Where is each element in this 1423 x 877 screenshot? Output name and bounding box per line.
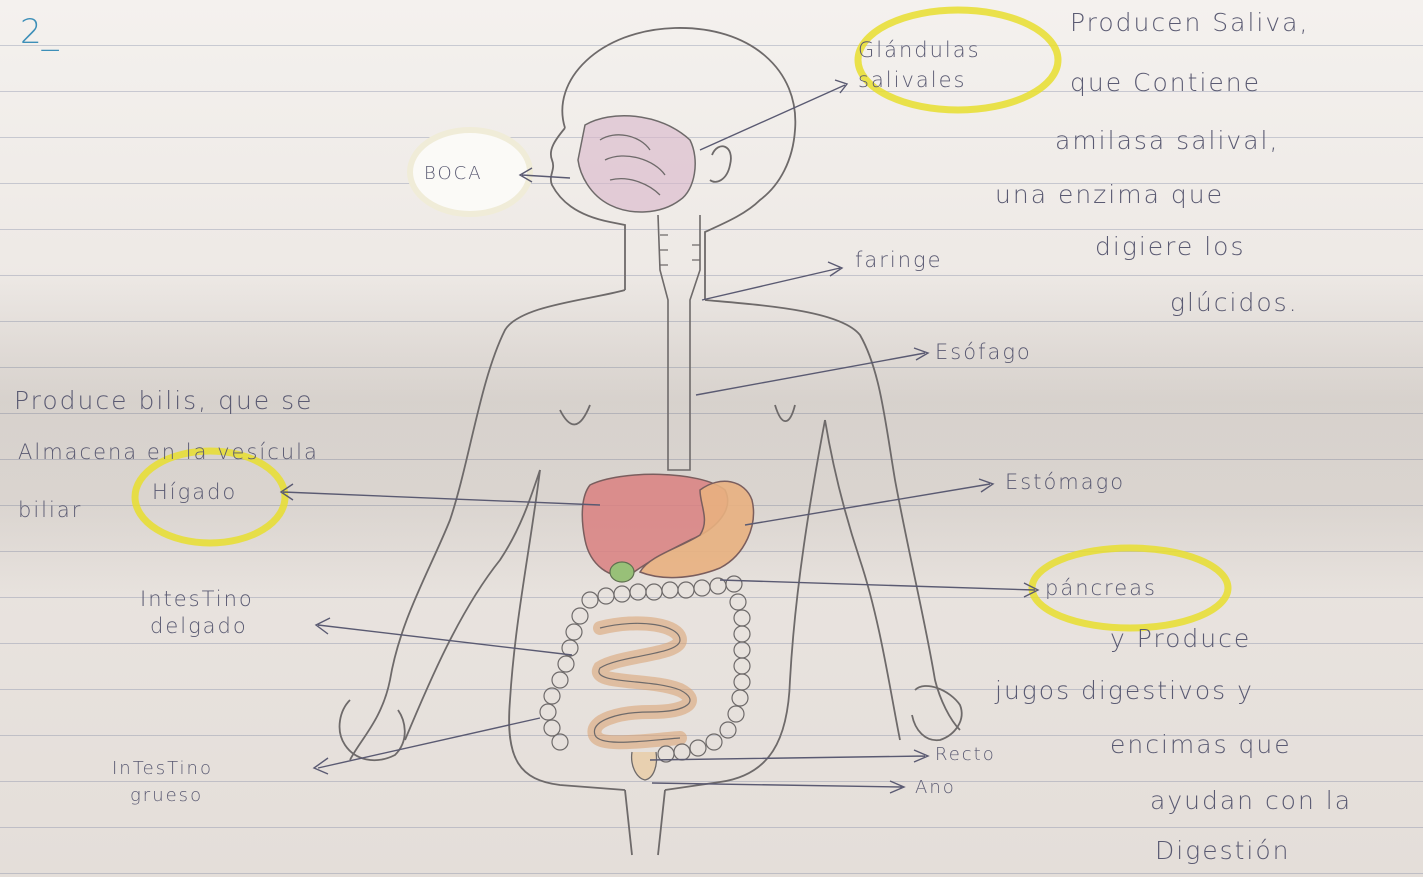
label-intestino-delgado-line2: delgado — [150, 614, 248, 638]
note-pancreas-line2: jugos digestivos y — [995, 676, 1254, 705]
note-pancreas-line4: ayudan con la — [1150, 786, 1352, 815]
label-higado: Hígado — [152, 480, 237, 504]
note-pancreas-line1: y Produce — [1110, 624, 1251, 653]
label-esofago: Esófago — [935, 340, 1032, 364]
label-intestino-delgado-line1: IntesTino — [140, 587, 254, 611]
note-salivales-line5: digiere los — [1095, 232, 1245, 261]
right-hand — [912, 686, 962, 740]
esophagus — [658, 215, 700, 470]
legs — [625, 790, 665, 855]
pointer-faringe — [702, 262, 842, 300]
oral-cavity — [578, 116, 695, 212]
label-pancreas: páncreas — [1045, 576, 1157, 600]
label-estomago: Estómago — [1005, 470, 1125, 494]
pointer-higado — [281, 484, 600, 505]
pointer-boca — [520, 168, 570, 182]
label-intestino-grueso-line2: grueso — [130, 785, 203, 806]
pointer-intestino-grueso — [314, 718, 540, 774]
label-boca: BOCA — [424, 163, 483, 184]
chest-lines — [560, 405, 795, 424]
label-glandulas-line1: Glándulas — [858, 38, 981, 62]
note-pancreas-line3: encimas que — [1110, 730, 1292, 759]
note-salivales-line2: que Contiene — [1070, 68, 1261, 97]
note-salivales-line1: Producen Saliva, — [1070, 8, 1309, 37]
note-higado-line3: biliar — [18, 498, 82, 522]
pointer-intestino-delgado — [316, 618, 572, 655]
pointer-glandulas — [700, 80, 847, 150]
pointer-esofago — [696, 348, 928, 395]
pointer-pancreas — [720, 580, 1038, 597]
rectum — [632, 752, 657, 780]
page-number: 2_ — [20, 12, 59, 52]
gallbladder — [610, 562, 634, 582]
right-arm-inner — [825, 420, 900, 740]
note-higado-line2: Almacena en la vesícula — [18, 440, 319, 464]
pharynx-rings — [660, 235, 700, 265]
label-ano: Ano — [915, 777, 956, 798]
label-intestino-grueso-line1: InTesTino — [112, 758, 213, 779]
label-recto: Recto — [935, 744, 996, 765]
note-pancreas-line5: Digestión — [1155, 836, 1291, 865]
note-salivales-line6: glúcidos. — [1170, 288, 1299, 317]
note-higado-line1: Produce bilis, que se — [14, 386, 314, 415]
note-salivales-line3: amilasa salival, — [1055, 126, 1279, 155]
ear — [710, 146, 731, 182]
label-faringe: faringe — [855, 248, 943, 272]
pointer-estomago — [745, 479, 993, 525]
label-glandulas-line2: salivales — [858, 68, 966, 92]
pointer-recto — [650, 750, 928, 762]
note-salivales-line4: una enzima que — [995, 180, 1224, 209]
